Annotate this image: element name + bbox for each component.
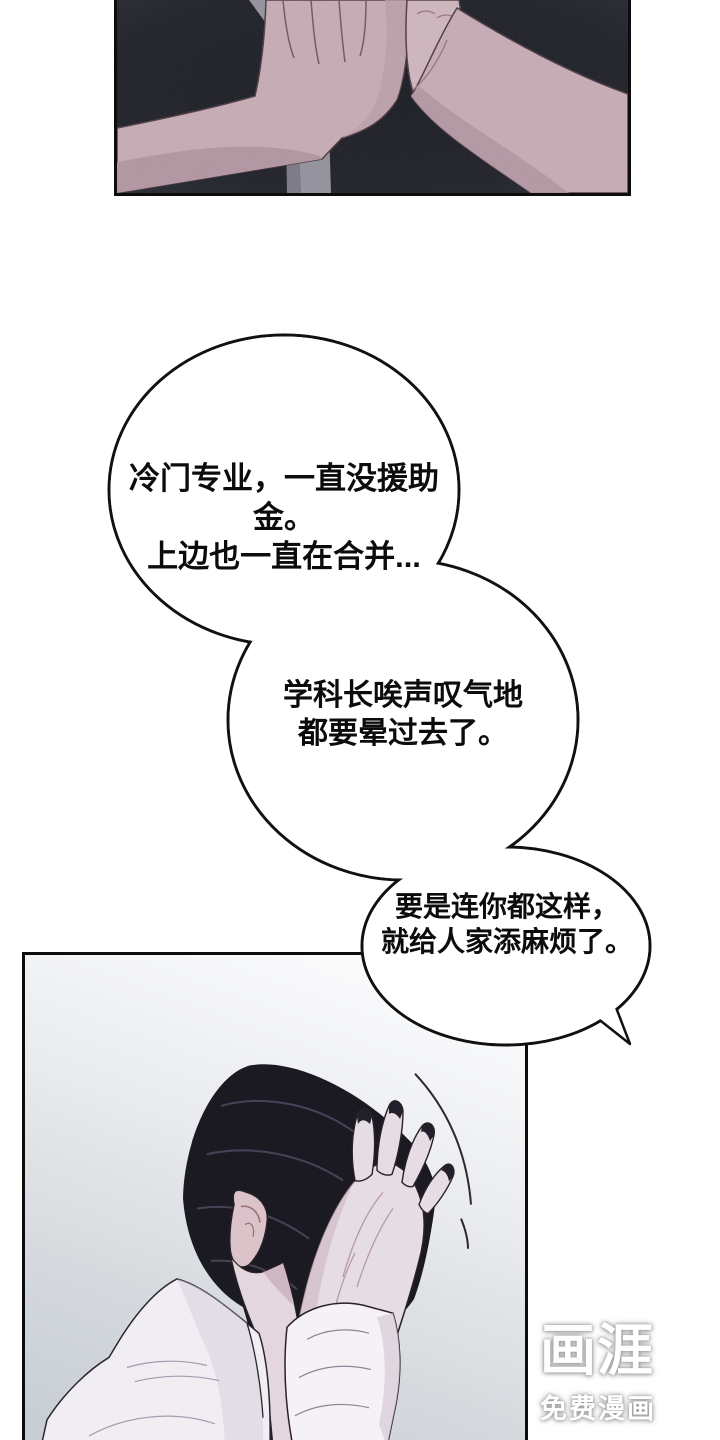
fingertips-in-hair bbox=[357, 1100, 454, 1182]
bubble-tail bbox=[590, 995, 632, 1046]
speech-bubble-text-3: 要是连你都这样， 就给人家添麻烦了。 bbox=[357, 889, 657, 959]
man-illustration bbox=[41, 1064, 472, 1440]
watermark-tagline: 免费漫画 bbox=[540, 1394, 656, 1424]
shirt bbox=[41, 1278, 271, 1440]
shirt-cuff bbox=[284, 1302, 401, 1440]
film-grain bbox=[117, 0, 628, 193]
bubble-2-line-1: 学科长唉声叹气地 bbox=[283, 679, 523, 712]
bubble-3-line-1: 要是连你都这样， bbox=[394, 891, 619, 922]
bubble-2-line-2: 都要晕过去了。 bbox=[298, 717, 508, 750]
bubble-1-line-1: 冷门专业，一直没援助金。 bbox=[129, 461, 439, 535]
watermark-logo: 画涯 bbox=[540, 1319, 654, 1382]
fingers bbox=[351, 1100, 455, 1215]
cuff-folds bbox=[294, 1329, 372, 1417]
shirt-folds bbox=[88, 1360, 220, 1437]
hands-illustration bbox=[117, 0, 628, 193]
bubble-3-line-2: 就给人家添麻烦了。 bbox=[380, 926, 633, 957]
speech-bubble-text-1: 冷门专业，一直没援助金。 上边也一直在合并... bbox=[104, 459, 464, 576]
speech-bubble-text-2: 学科长唉声叹气地 都要晕过去了。 bbox=[219, 677, 587, 753]
ear bbox=[229, 1189, 269, 1268]
panel-bottom-man bbox=[22, 952, 528, 1440]
panel-top-hands bbox=[114, 0, 631, 196]
bubble-1-line-2: 上边也一直在合并... bbox=[147, 539, 421, 574]
watermark: 画涯 免费漫画 bbox=[540, 1320, 656, 1426]
